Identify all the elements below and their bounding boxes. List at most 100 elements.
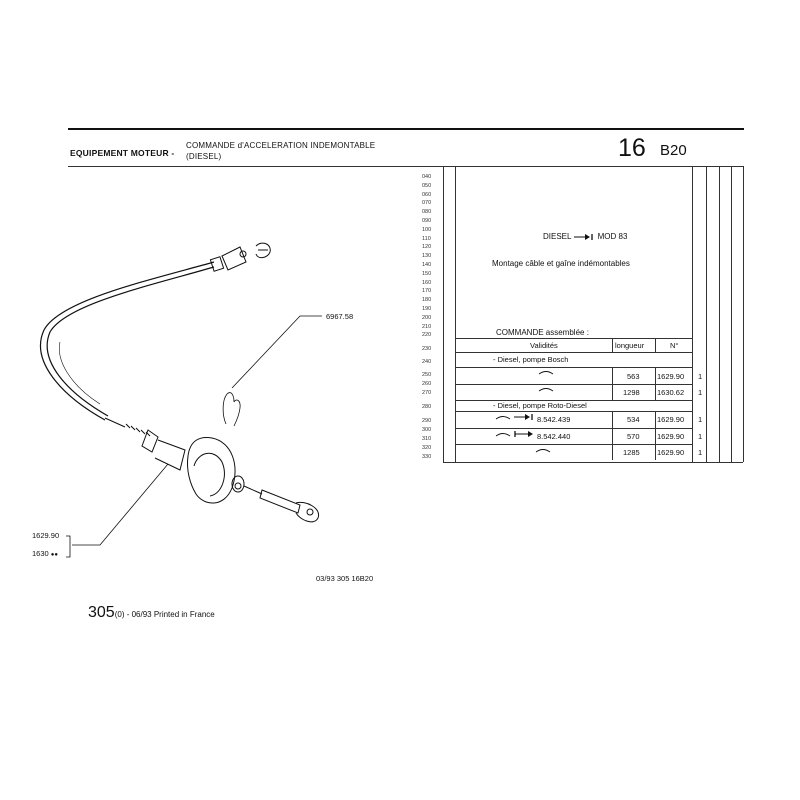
row-part-number: 1629.90 bbox=[657, 432, 685, 441]
header-bottom-rule bbox=[68, 166, 744, 167]
row-part-number: 1629.90 bbox=[657, 448, 685, 457]
row-number: 050 bbox=[422, 182, 432, 189]
table-rule bbox=[455, 352, 692, 353]
commande-note: COMMANDE assemblée : bbox=[496, 328, 589, 337]
arrow-to-icon bbox=[574, 233, 594, 240]
row-number: 130 bbox=[422, 253, 432, 260]
row-qty: 1 bbox=[698, 448, 703, 457]
table-rule bbox=[455, 428, 692, 429]
table-rule bbox=[455, 411, 692, 412]
row-number: 140 bbox=[422, 262, 432, 268]
page-title: COMMANDE d'ACCELERATION INDEMONTABLE (DI… bbox=[186, 140, 375, 162]
group-code: B20 bbox=[660, 142, 687, 159]
row-number: 310 bbox=[422, 436, 432, 442]
grid-line-bottom bbox=[443, 462, 743, 463]
row-part-number: 1629.90 bbox=[657, 372, 685, 381]
row-number: 320 bbox=[422, 445, 432, 451]
table-col-rule bbox=[612, 384, 613, 400]
row-validity: 8.542.440 bbox=[537, 432, 571, 441]
page-suffix: (0) - 06/93 Printed in France bbox=[114, 610, 215, 619]
row-number: 160 bbox=[422, 279, 432, 286]
table-col-rule bbox=[612, 338, 613, 352]
page-number: 305 bbox=[88, 604, 115, 621]
ref-1630: 1630 ●● bbox=[32, 549, 58, 558]
ref-1630-number: 1630 bbox=[32, 549, 49, 558]
table-rule bbox=[455, 367, 692, 368]
grid-line bbox=[443, 166, 444, 462]
table-col-rule bbox=[655, 384, 656, 400]
row-part-number: 1629.90 bbox=[657, 415, 685, 424]
cable-end-icon bbox=[535, 449, 551, 453]
table-row: 8.542.439 534 1629.90 1 bbox=[455, 411, 702, 428]
row-length: 563 bbox=[627, 372, 640, 381]
row-number: 250 bbox=[422, 372, 432, 378]
row-length: 1298 bbox=[623, 388, 640, 397]
cable-end-icon bbox=[538, 371, 554, 375]
montage-note: Montage câble et gaîne indémontables bbox=[492, 259, 630, 268]
row-number: 230 bbox=[422, 346, 432, 352]
row-number: 150 bbox=[422, 270, 432, 277]
cable-end-icon bbox=[538, 388, 554, 392]
arrow-from-icon bbox=[514, 431, 533, 437]
row-number: 210 bbox=[422, 323, 432, 330]
callout-ref: 6967.58 bbox=[326, 312, 354, 321]
row-number: 070 bbox=[422, 200, 432, 207]
table-col-rule bbox=[655, 444, 656, 460]
row-number: 330 bbox=[422, 454, 432, 460]
table-col-rule bbox=[655, 428, 656, 444]
grid-line bbox=[692, 166, 693, 462]
group-label-bosch: - Diesel, pompe Bosch bbox=[493, 355, 569, 364]
ref-marker-icon: ●● bbox=[50, 552, 59, 558]
row-number: 100 bbox=[422, 226, 432, 233]
row-number: 200 bbox=[422, 314, 432, 321]
table-row: 8.542.440 570 1629.90 1 bbox=[455, 428, 702, 444]
table-col-rule bbox=[655, 411, 656, 428]
arrow-to-icon bbox=[514, 414, 533, 420]
title-line-1: COMMANDE d'ACCELERATION INDEMONTABLE bbox=[186, 141, 376, 150]
grid-line bbox=[731, 166, 732, 462]
row-number: 270 bbox=[422, 390, 432, 396]
row-number: 300 bbox=[422, 427, 432, 433]
table-row: 1298 1630.62 1 bbox=[455, 384, 702, 400]
row-qty: 1 bbox=[698, 372, 703, 381]
table-rule bbox=[455, 444, 692, 445]
row-number: 110 bbox=[422, 235, 431, 242]
grid-line bbox=[706, 166, 707, 462]
row-number: 240 bbox=[422, 359, 432, 365]
table-row: 563 1629.90 1 bbox=[455, 367, 702, 384]
row-number: 190 bbox=[422, 306, 432, 312]
cable-end-icon bbox=[495, 416, 511, 420]
table-col-rule bbox=[655, 367, 656, 384]
title-line-2: (DIESEL) bbox=[186, 152, 222, 161]
group-label-roto-diesel: - Diesel, pompe Roto-Diesel bbox=[493, 401, 587, 410]
table-col-rule bbox=[612, 428, 613, 444]
row-number: 080 bbox=[422, 209, 432, 216]
row-number: 280 bbox=[422, 404, 432, 410]
diesel-note: DIESEL MOD 83 bbox=[543, 232, 627, 241]
row-number: 040 bbox=[422, 174, 432, 180]
date-code: 03/93 305 16B20 bbox=[316, 574, 374, 583]
table-row: 1285 1629.90 1 bbox=[455, 444, 702, 460]
page-footer: 305(0) - 06/93 Printed in France bbox=[88, 604, 215, 622]
table-rule bbox=[455, 400, 692, 401]
row-length: 1285 bbox=[623, 448, 640, 457]
table-col-rule bbox=[612, 367, 613, 384]
row-qty: 1 bbox=[698, 415, 703, 424]
row-number: 180 bbox=[422, 297, 432, 304]
table-col-rule bbox=[612, 444, 613, 460]
row-part-number: 1630.62 bbox=[657, 388, 685, 397]
table-rule bbox=[455, 338, 692, 339]
header-rule bbox=[68, 128, 744, 130]
col-header-longueur: longueur bbox=[615, 341, 645, 350]
row-number: 220 bbox=[422, 332, 432, 339]
row-length: 570 bbox=[627, 432, 640, 441]
row-validity: 8.542.439 bbox=[537, 415, 571, 424]
grid-line bbox=[719, 166, 720, 462]
row-number: 290 bbox=[422, 418, 432, 424]
grid-line bbox=[455, 166, 456, 462]
col-header-numero: N° bbox=[670, 341, 679, 350]
row-number: 060 bbox=[422, 191, 432, 198]
row-qty: 1 bbox=[698, 432, 703, 441]
diesel-suffix: MOD 83 bbox=[597, 232, 628, 241]
row-number: 090 bbox=[422, 218, 432, 224]
